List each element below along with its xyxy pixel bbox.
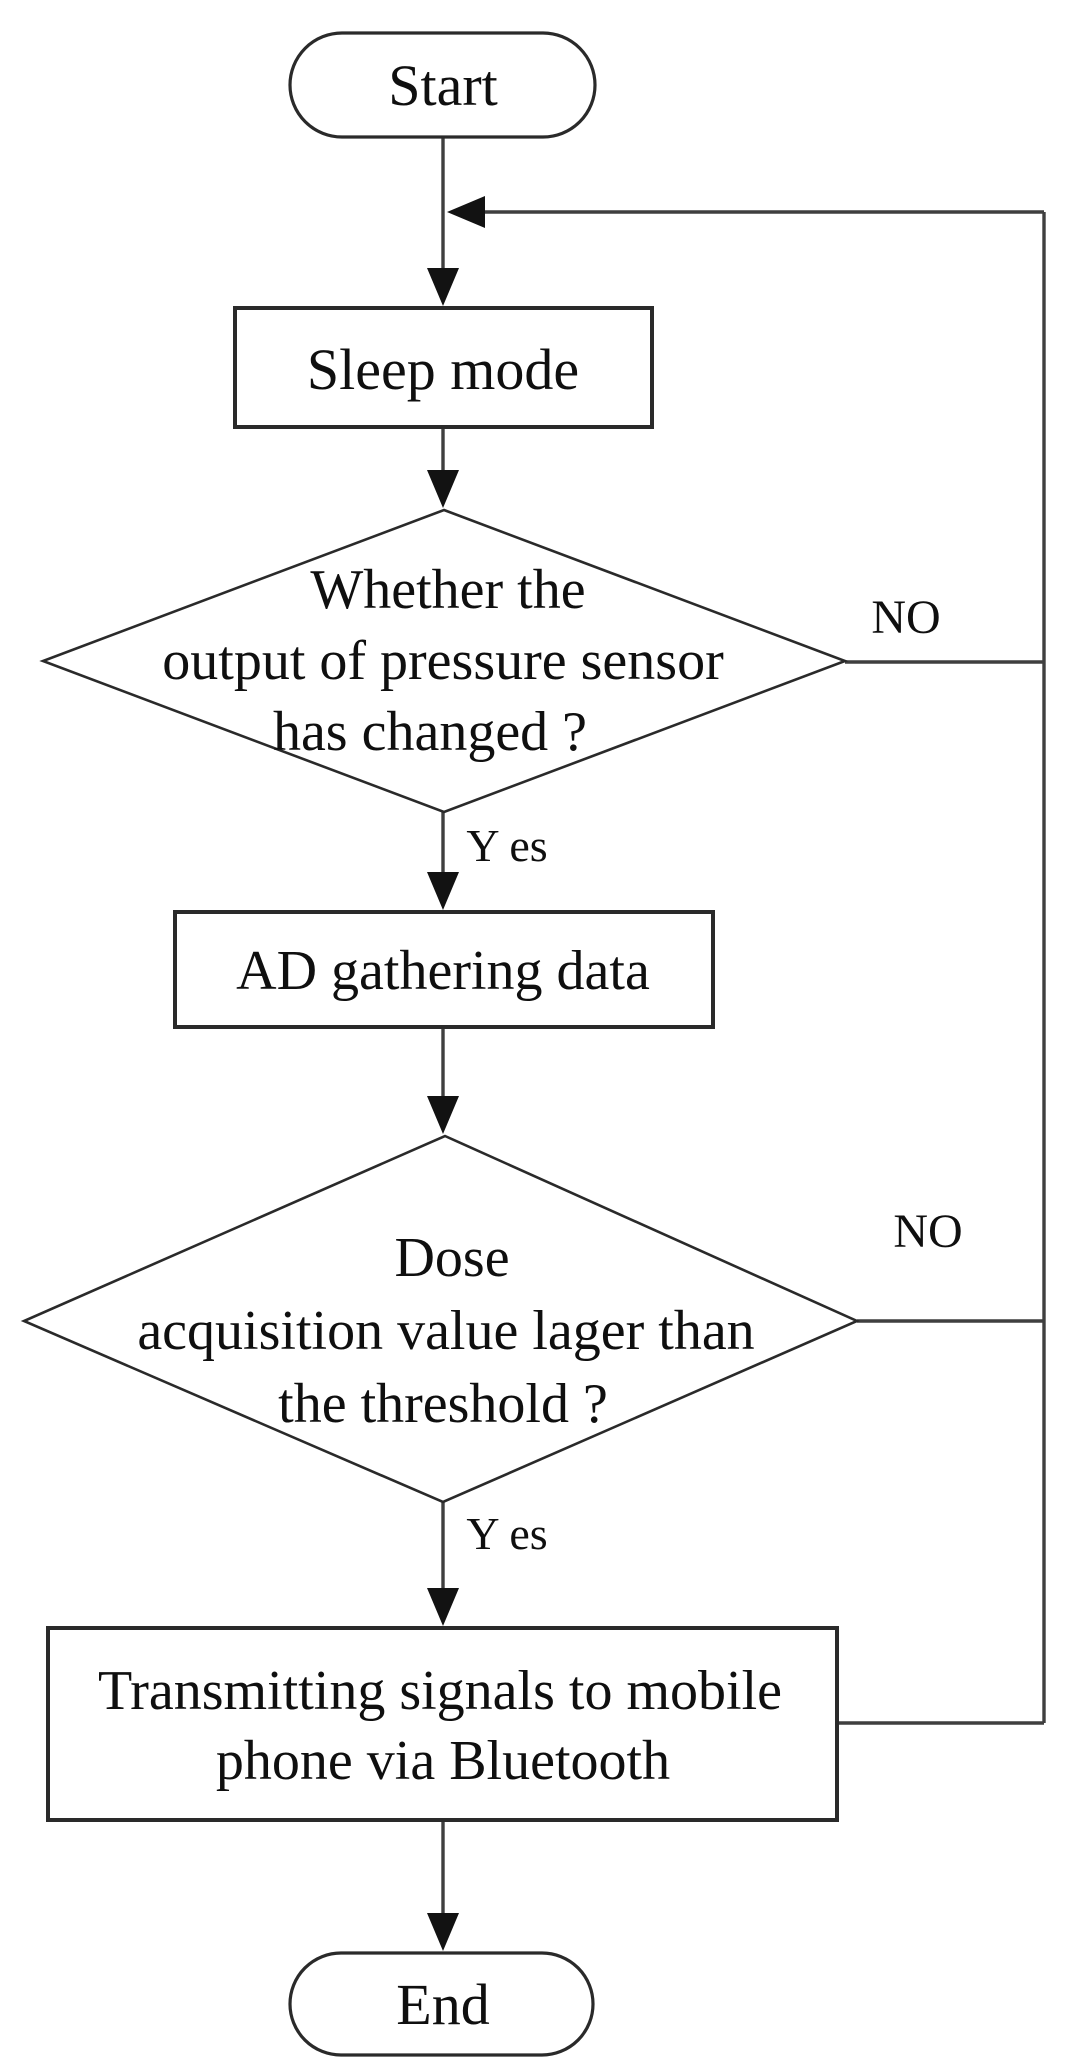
arrowhead-into-decision2-icon [427, 1096, 459, 1134]
node-decision-threshold: Dose acquisition value lager than the th… [20, 1134, 861, 1504]
node-decision-pressure-sensor: Whether the output of pressure sensor ha… [39, 508, 849, 814]
transmit-text-line2: phone via Bluetooth [216, 1730, 670, 1792]
arrowhead-into-decision1-icon [427, 470, 459, 508]
node-sleep-mode: Sleep mode [233, 306, 654, 429]
ad-process-shape [173, 910, 715, 1029]
sleep-process-shape [233, 306, 654, 429]
decision2-text-line1: Dose [394, 1227, 509, 1289]
decision1-no-label: NO [871, 591, 940, 644]
node-start: Start [288, 31, 597, 139]
decision2-diamond-shape [20, 1134, 861, 1504]
start-terminator-shape [288, 31, 597, 139]
decision2-no-label: NO [893, 1205, 962, 1258]
decision2-text-line3: the threshold ? [278, 1373, 608, 1435]
edges [427, 137, 1046, 1951]
arrowhead-into-ad-icon [427, 872, 459, 910]
arrowhead-into-transmit-icon [427, 1588, 459, 1626]
decision2-yes-label: Y es [466, 1508, 547, 1559]
decision1-diamond-shape [39, 508, 849, 814]
decision1-text-line1: Whether the [310, 559, 585, 621]
decision1-text-line2: output of pressure sensor [162, 630, 724, 692]
transmit-process-shape [46, 1626, 839, 1822]
arrowhead-into-sleep-icon [427, 268, 459, 306]
decision1-yes-label: Y es [466, 820, 547, 871]
decision1-text-line3: has changed ? [273, 701, 587, 763]
node-end: End [288, 1951, 595, 2057]
sleep-label: Sleep mode [307, 337, 579, 402]
end-label: End [396, 1972, 489, 2037]
node-ad-gathering: AD gathering data [173, 910, 715, 1029]
ad-label: AD gathering data [236, 940, 650, 1002]
transmit-text-line1: Transmitting signals to mobile [98, 1660, 782, 1722]
branch-labels: NO Y es NO Y es [466, 591, 962, 1559]
arrowhead-return-left-icon [447, 196, 485, 228]
node-transmit-bluetooth: Transmitting signals to mobile phone via… [46, 1626, 839, 1822]
end-terminator-shape [288, 1951, 595, 2057]
decision2-text-line2: acquisition value lager than [137, 1300, 754, 1362]
arrowhead-into-end-icon [427, 1913, 459, 1951]
start-label: Start [388, 53, 498, 118]
